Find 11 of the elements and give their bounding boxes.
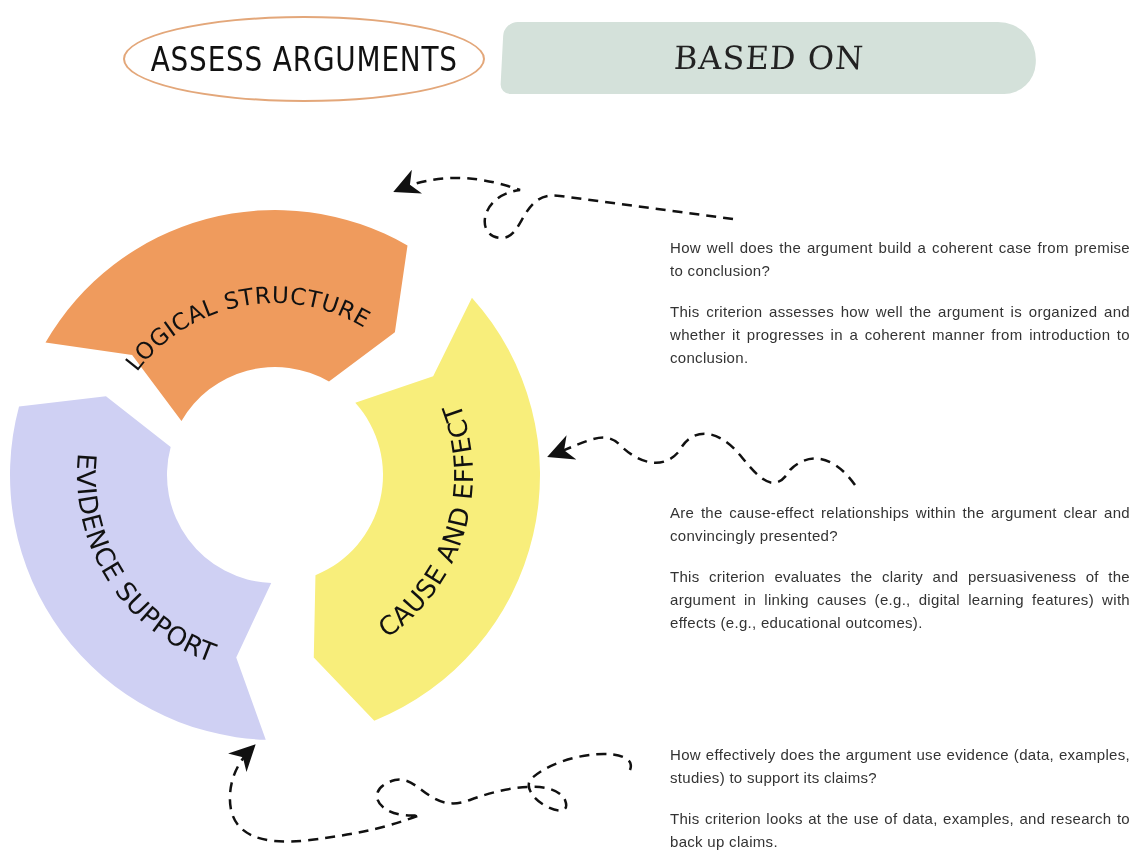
description-text: This criterion evaluates the clarity and persuasiveness of the argument in linking causes (e.g., digital learning features) with effects (e.g., educational outcomes).: [670, 567, 1130, 633]
question-text: How effectively does the argument use evidence (data, examples, studies) to support its claims?: [670, 745, 1130, 788]
question-text: How well does the argument build a coherent case from premise to conclusion?: [670, 238, 1130, 281]
dashed-arrow: [547, 432, 856, 486]
description-text: This criterion looks at the use of data, examples, and research to back up claims.: [670, 809, 1130, 852]
description-text: This criterion assesses how well the argument is organized and whether it progresses in a coherent manner from introduction to conclusion.: [670, 302, 1130, 368]
dashed-arrow: [393, 170, 734, 240]
banner-band: [500, 22, 1038, 94]
question-text: Are the cause-effect relationships within the argument clear and convincingly presented?: [670, 503, 1130, 546]
heading-text: BASED ON: [673, 39, 865, 77]
heading-text: ASSESS ARGUMENTS: [150, 39, 458, 79]
